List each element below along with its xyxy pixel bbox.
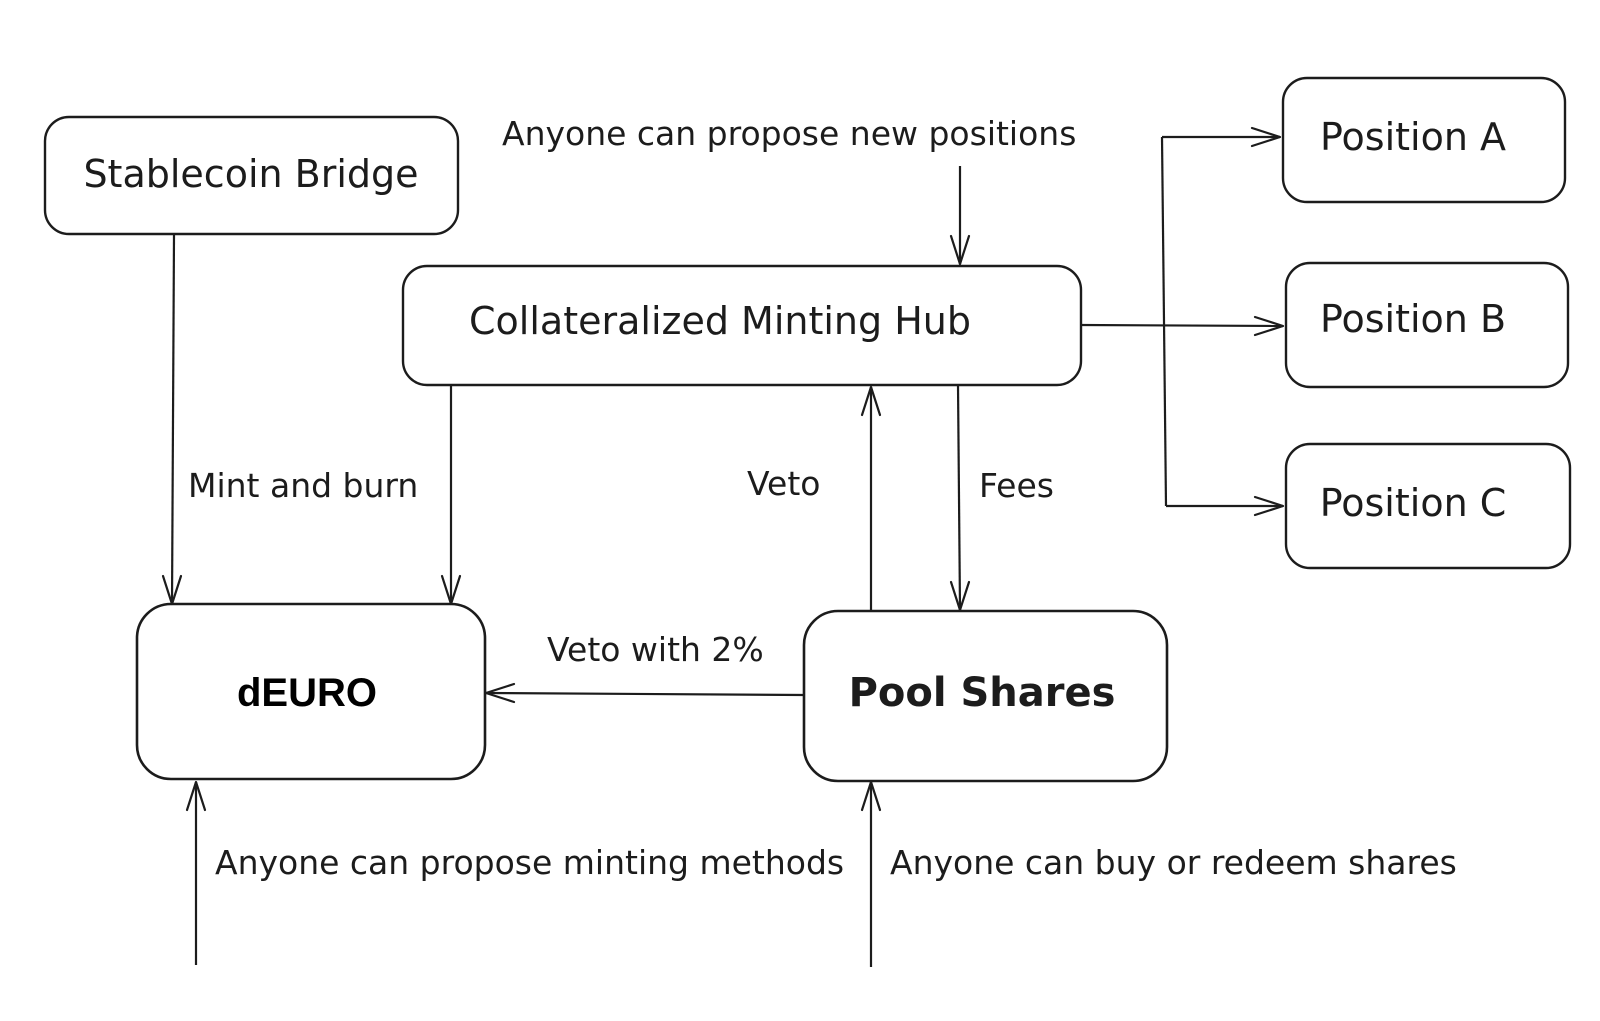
arrow-veto-2pct-to-deuro	[484, 682, 805, 704]
pool-shares-label: Pool Shares	[849, 670, 1116, 716]
node-position-c: Position C	[1284, 442, 1572, 570]
position-b-label: Position B	[1320, 297, 1506, 341]
arrow-minting-hub-to-positions	[1080, 126, 1285, 517]
position-c-label: Position C	[1320, 481, 1507, 525]
arrow-minting-methods-to-deuro	[185, 780, 207, 965]
stablecoin-bridge-label: Stablecoin Bridge	[83, 152, 418, 196]
arrow-buy-redeem-to-pool-shares	[860, 780, 882, 967]
deuro-label: dEURO	[237, 671, 377, 715]
label-veto-with-2pct: Veto with 2%	[547, 630, 764, 669]
label-fees: Fees	[979, 466, 1054, 505]
position-a-label: Position A	[1320, 115, 1506, 159]
node-collateralized-minting-hub: Collateralized Minting Hub	[401, 264, 1083, 387]
minting-hub-label: Collateralized Minting Hub	[469, 299, 971, 343]
label-veto: Veto	[747, 464, 820, 503]
arrow-fees-to-pool-shares	[949, 384, 971, 612]
node-position-b: Position B	[1284, 261, 1570, 389]
label-buy-or-redeem-shares: Anyone can buy or redeem shares	[890, 843, 1457, 882]
node-pool-shares: Pool Shares	[802, 609, 1169, 783]
arrow-veto-to-minting-hub	[860, 385, 882, 611]
node-stablecoin-bridge: Stablecoin Bridge	[43, 115, 460, 236]
node-deuro: dEURO	[135, 602, 487, 781]
arrow-bridge-to-deuro	[161, 234, 183, 606]
arrow-proposals-to-minting-hub	[949, 166, 971, 266]
label-propose-minting-methods: Anyone can propose minting methods	[215, 843, 844, 882]
label-propose-positions: Anyone can propose new positions	[502, 114, 1076, 153]
node-position-a: Position A	[1281, 76, 1567, 204]
arrow-minting-hub-to-deuro	[440, 385, 462, 606]
label-mint-and-burn: Mint and burn	[188, 466, 418, 505]
